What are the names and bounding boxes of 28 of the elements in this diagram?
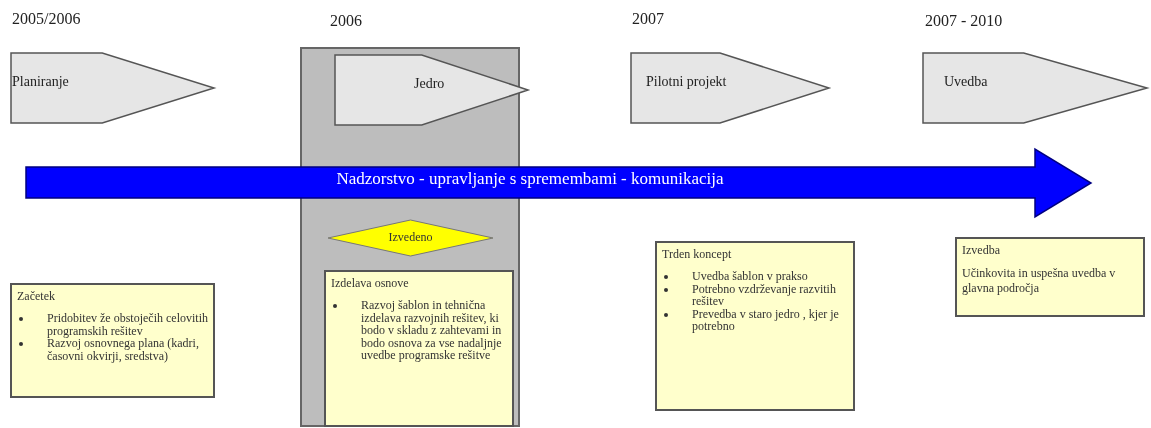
timeline-arrow xyxy=(25,148,1092,218)
bullet-item: Razvoj šablon in tehnična izdelava razvojnih rešitev, ki bodo v skladu z zahtevami in bodo osnova za vse nadaljnje uvedbe programske rešitve xyxy=(361,298,502,363)
note-heading: Začetek xyxy=(17,289,56,304)
phase-label: Pilotni projekt xyxy=(646,74,727,90)
phase-chevron xyxy=(922,52,1148,124)
bullet-item: Prevedba v staro jedro , kjer je potrebno xyxy=(692,306,839,334)
year-label: 2007 xyxy=(632,10,664,28)
note-text: Učinkovita in uspešna uvedba v glavna področja xyxy=(962,266,1117,296)
note-card xyxy=(10,283,215,398)
phase-label: Planiranje xyxy=(12,74,69,90)
note-heading: Izvedba xyxy=(962,243,1001,258)
note-card xyxy=(324,270,514,427)
phase-chevron xyxy=(334,54,529,126)
year-label: 2007 - 2010 xyxy=(925,12,1003,30)
year-label: 2006 xyxy=(330,12,362,30)
arrow-label: Nadzorstvo - upravljanje s spremembami - komunikacija xyxy=(335,169,725,189)
bullet-item: Uvedba šablon v prakso xyxy=(692,269,808,283)
note-card xyxy=(955,237,1145,317)
note-heading: Trden koncept xyxy=(662,247,733,262)
year-label: 2005/2006 xyxy=(12,10,81,28)
phase-label: Jedro xyxy=(414,76,445,92)
phase-chevron xyxy=(10,52,215,124)
bullet-item: Pridobitev že obstoječih celovitih programskih rešitev xyxy=(47,311,208,338)
phase-chevron xyxy=(630,52,830,124)
phase-label: Uvedba xyxy=(944,74,988,90)
diamond-label: Izvedeno xyxy=(387,230,434,245)
note-heading: Izdelava osnove xyxy=(331,276,410,291)
note-card xyxy=(655,241,855,411)
